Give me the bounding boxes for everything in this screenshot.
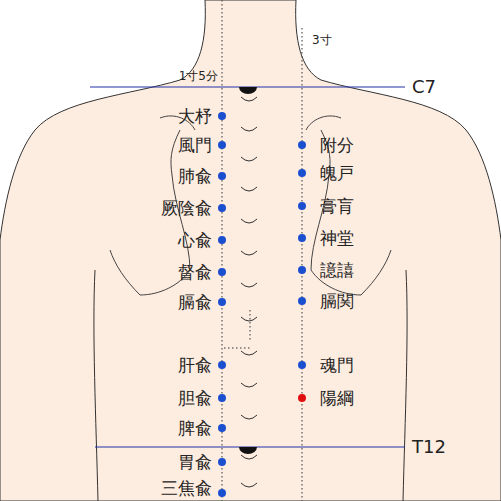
acupoint-name: 大杼 — [178, 105, 212, 127]
acupoint-name: 脾兪 — [178, 417, 212, 439]
acupoint-dot — [218, 236, 226, 244]
acupoint-name: 風門 — [178, 134, 212, 156]
acupoint-name: 譩譆 — [320, 259, 354, 281]
vertebra-mark — [241, 219, 257, 223]
acupoint-dot — [298, 361, 306, 369]
acupoint-name: 陽綱 — [320, 387, 354, 409]
acupoint-name: 魂門 — [320, 354, 354, 376]
dimension-label: 3寸 — [312, 33, 332, 47]
vertebra-label: C7 — [412, 76, 436, 98]
acupoint-name: 神堂 — [320, 227, 354, 249]
vertebra-mark — [241, 483, 257, 487]
acupoint-dot — [218, 394, 226, 402]
acupoint-name: 膈関 — [320, 290, 354, 312]
vertebra-label: T12 — [412, 436, 446, 458]
acupoint-name: 胆兪 — [178, 387, 212, 409]
vertebra-mark — [241, 383, 257, 387]
vertebra-mark — [241, 187, 257, 191]
acupoint-dot — [218, 268, 226, 276]
vertebra-mark — [241, 455, 257, 459]
acupoint-dot — [218, 298, 226, 306]
acupoint-dot — [298, 266, 306, 274]
acupoint-dot — [218, 424, 226, 432]
acupoint-name: 膏肓 — [320, 195, 354, 217]
acupoint-name: 魄戸 — [320, 162, 354, 184]
vertebra-mark — [241, 127, 257, 131]
acupoint-name: 心兪 — [178, 229, 212, 251]
acupoint-dot — [298, 297, 306, 305]
acupoint-dot — [298, 234, 306, 242]
vertebra-mark — [241, 157, 257, 161]
acupoint-name: 肺兪 — [178, 165, 212, 187]
vertebra-mark — [241, 251, 257, 255]
acupoint-dot — [218, 172, 226, 180]
vertebra-mark — [241, 283, 257, 287]
vertebra-mark — [241, 351, 257, 355]
acupoint-name: 督兪 — [178, 261, 212, 283]
acupoint-dot — [298, 169, 306, 177]
dimension-label: 1寸5分 — [179, 69, 218, 83]
acupoint-name: 附分 — [320, 134, 354, 156]
acupoint-dot — [218, 204, 226, 212]
acupoint-name: 膈兪 — [178, 291, 212, 313]
vertebra-mark — [241, 415, 257, 419]
acupoint-dot — [218, 141, 226, 149]
vertebra-mark — [241, 317, 257, 321]
acupoint-name: 厥陰兪 — [161, 197, 212, 219]
acupoint-dot — [218, 489, 226, 497]
vertebra-mark — [241, 97, 257, 101]
acupoint-dot — [298, 394, 306, 402]
acupoint-dot — [298, 141, 306, 149]
acupoint-dot — [218, 361, 226, 369]
acupoint-dot — [218, 112, 226, 120]
acupoint-name: 三焦兪 — [161, 477, 212, 499]
acupoint-name: 胃兪 — [178, 451, 212, 473]
acupoint-name: 肝兪 — [178, 354, 212, 376]
acupoint-dot — [218, 458, 226, 466]
acupoint-dot — [298, 202, 306, 210]
